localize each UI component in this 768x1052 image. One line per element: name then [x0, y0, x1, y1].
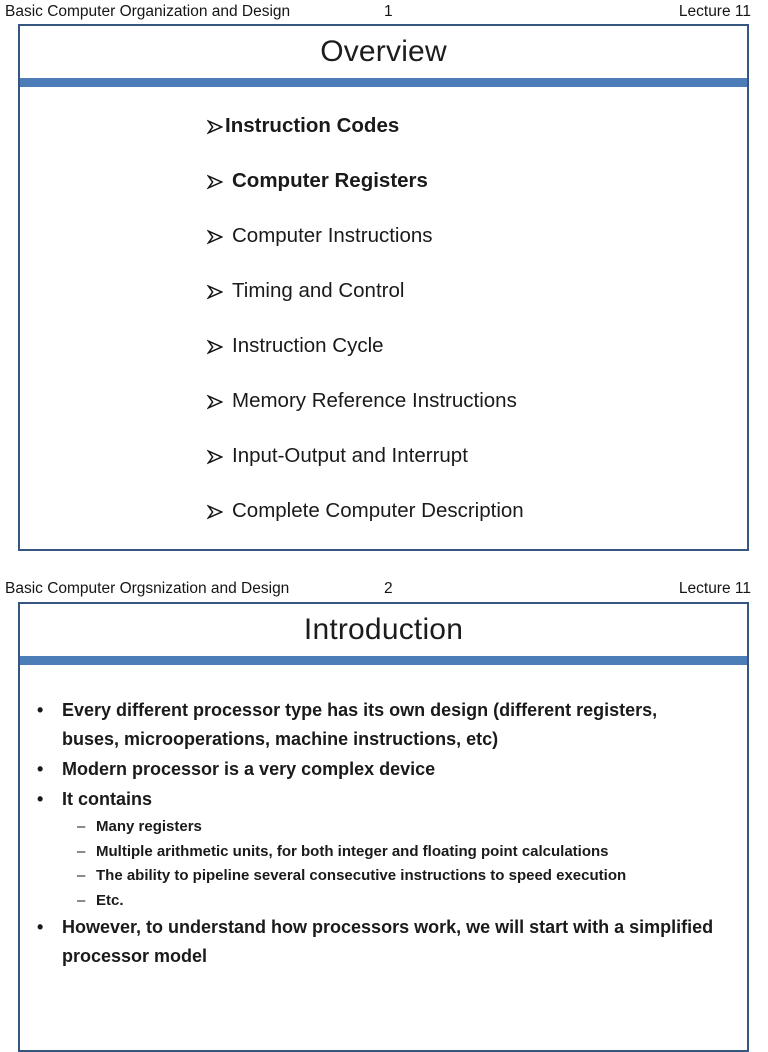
arrowhead-bullet-icon	[207, 284, 223, 300]
list-item-label: Memory Reference Instructions	[232, 389, 517, 412]
bullet-marker: –	[77, 867, 86, 884]
list-item-label: Complete Computer Description	[232, 499, 524, 522]
list-item: Instruction Cycle	[207, 334, 737, 357]
bullet-marker: •	[37, 917, 44, 937]
title-divider-bar	[20, 656, 747, 665]
header-course-title: Basic Computer Organization and Design	[5, 3, 291, 20]
slide-overview: Overview Instruction Codes Computer Regi…	[18, 24, 749, 551]
header-lecture-label: Lecture 11	[678, 580, 751, 597]
list-item-label: Computer Registers	[232, 169, 428, 192]
list-item: Input-Output and Interrupt	[207, 444, 737, 467]
list-item: Complete Computer Description	[207, 499, 737, 522]
list-item: Timing and Control	[207, 279, 737, 302]
arrowhead-bullet-icon	[207, 394, 223, 410]
introduction-bullet-list: • Every different processor type has its…	[20, 665, 747, 971]
list-item-label: Computer Instructions	[232, 224, 433, 247]
arrowhead-bullet-icon	[207, 504, 223, 520]
list-item-label: Input-Output and Interrupt	[232, 444, 468, 467]
list-item-label: However, to understand how processors wo…	[62, 917, 714, 966]
list-item: • However, to understand how processors …	[37, 913, 719, 971]
arrowhead-bullet-icon	[207, 339, 223, 355]
list-item-label: Every different processor type has its o…	[62, 700, 658, 749]
list-item: – Many registers	[37, 815, 719, 840]
bullet-marker: –	[77, 818, 86, 835]
list-item-label: It contains	[62, 789, 153, 809]
arrowhead-bullet-icon	[207, 119, 223, 135]
list-item: • Modern processor is a very complex dev…	[37, 755, 719, 784]
list-item: • Every different processor type has its…	[37, 696, 719, 754]
header-lecture-label: Lecture 11	[678, 3, 751, 20]
page-header-1: Basic Computer Organization and Design 1…	[0, 3, 768, 25]
bullet-marker: •	[37, 789, 44, 809]
bullet-marker: –	[77, 842, 86, 860]
list-item-label: Many registers	[96, 818, 202, 835]
list-item-label: Instruction Codes	[225, 114, 400, 137]
list-item-label: Instruction Cycle	[232, 334, 384, 357]
list-item-label: The ability to pipeline several consecut…	[96, 867, 627, 884]
list-item-label: Modern processor is a very complex devic…	[62, 759, 436, 779]
title-divider-bar	[20, 78, 747, 87]
list-item: Computer Registers	[207, 169, 737, 192]
slide-title: Overview	[320, 35, 447, 68]
list-item-label: Timing and Control	[232, 279, 405, 302]
bullet-marker: –	[77, 891, 86, 909]
bullet-marker: •	[37, 759, 44, 779]
list-item: – The ability to pipeline several consec…	[37, 864, 719, 889]
slide-introduction: Introduction • Every different processor…	[18, 602, 749, 1052]
page-header-2: Basic Computer Orgsnization and Design 2…	[0, 580, 768, 602]
slide-title: Introduction	[303, 613, 464, 646]
header-page-number: 1	[384, 3, 393, 20]
bullet-marker: •	[37, 700, 44, 720]
header-page-number: 2	[384, 580, 393, 597]
overview-topic-list: Instruction Codes Computer Registers Com…	[20, 87, 747, 522]
list-item: Instruction Codes	[207, 114, 737, 137]
list-item: Memory Reference Instructions	[207, 389, 737, 412]
header-course-title: Basic Computer Orgsnization and Design	[5, 580, 290, 597]
list-item: • It contains	[37, 785, 719, 814]
arrowhead-bullet-icon	[207, 174, 223, 190]
list-item-label: Etc.	[96, 891, 124, 909]
list-item-label: Multiple arithmetic units, for both inte…	[96, 842, 609, 860]
list-item: – Etc.	[37, 889, 719, 914]
list-item: – Multiple arithmetic units, for both in…	[37, 840, 719, 865]
arrowhead-bullet-icon	[207, 229, 223, 245]
arrowhead-bullet-icon	[207, 449, 223, 465]
list-item: Computer Instructions	[207, 224, 737, 247]
